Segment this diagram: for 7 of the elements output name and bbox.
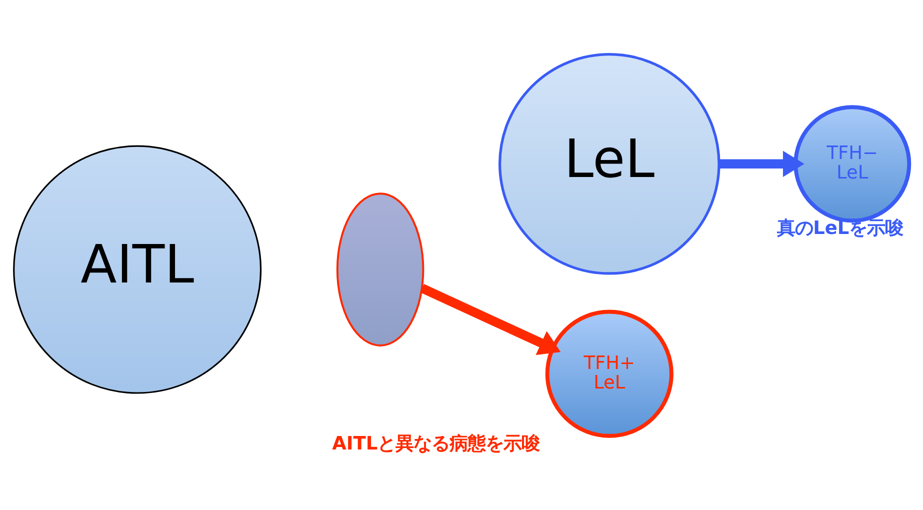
node-circle: TFH+ LeL: [545, 310, 674, 438]
node-label: AITLと異なる病態を示唆: [332, 433, 540, 454]
node-ellipse: [336, 192, 424, 346]
node-circle: AITL: [13, 145, 262, 394]
node-circle: LeL: [498, 52, 720, 275]
arrow: [719, 150, 804, 177]
arrow: [420, 284, 561, 355]
